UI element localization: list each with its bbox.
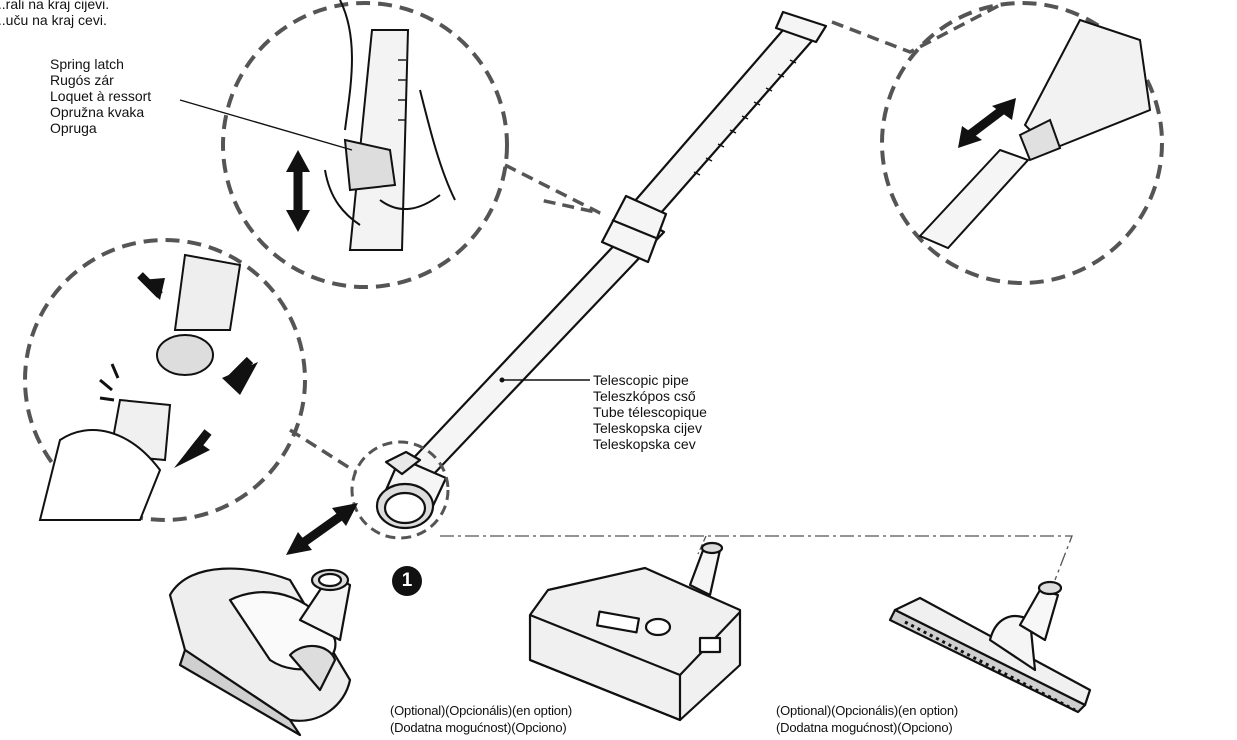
coupling-highlight <box>350 440 450 540</box>
telescopic-pipe <box>375 10 828 530</box>
label-line: Telescopic pipe <box>593 372 689 388</box>
label-line: Tube télescopique <box>593 404 707 420</box>
spring-latch-label: Spring latch Rugós zár Loquet à ressort … <box>50 56 151 136</box>
optional-parquet-brush <box>888 580 1092 714</box>
optional-turbo-nozzle <box>528 541 742 722</box>
label-line: Spring latch <box>50 56 124 72</box>
connector-coupling <box>289 428 357 474</box>
label-line: Teleskopska cev <box>593 436 696 452</box>
label-line: Opruga <box>50 120 97 136</box>
optional-caption-parquet: (Optional)(Opcionális)(en option) (Dodat… <box>776 702 958 736</box>
label-line: Teleszkópos cső <box>593 388 696 404</box>
optional-caption-turbo: (Optional)(Opcionális)(en option) (Dodat… <box>390 702 572 736</box>
step-number-badge: 1 <box>392 566 422 596</box>
telescopic-pipe-label: Telescopic pipe Teleszkópos cső Tube tél… <box>593 372 707 452</box>
spring-latch-detail <box>179 0 509 289</box>
caption-line: (Optional)(Opcionális)(en option) <box>390 703 572 718</box>
caption-line: (Dodatna mogućnost)(Opciono) <box>776 720 953 735</box>
optional-connector-line <box>440 535 1073 581</box>
label-line: Opružna kvaka <box>50 104 145 120</box>
pipe-scale-ticks <box>693 59 797 176</box>
connector-latch <box>504 163 601 215</box>
intro-text: ...rali na kraj cijevi. ...uču na kraj c… <box>0 0 109 28</box>
label-line: Loquet à ressort <box>50 88 152 104</box>
coupling-detail <box>23 238 307 522</box>
caption-line: (Optional)(Opcionális)(en option) <box>776 703 958 718</box>
floor-nozzle <box>168 567 352 737</box>
intro-text-line2: ...uču na kraj cevi. <box>0 12 107 28</box>
label-line: Teleskopska cijev <box>593 420 702 436</box>
label-line: Rugós zár <box>50 72 114 88</box>
handle-connection-detail <box>880 1 1164 285</box>
intro-text-line1: ...rali na kraj cijevi. <box>0 0 110 12</box>
attach-arrow <box>286 503 358 555</box>
caption-line: (Dodatna mogućnost)(Opciono) <box>390 720 567 735</box>
connector-handle <box>831 3 1001 54</box>
